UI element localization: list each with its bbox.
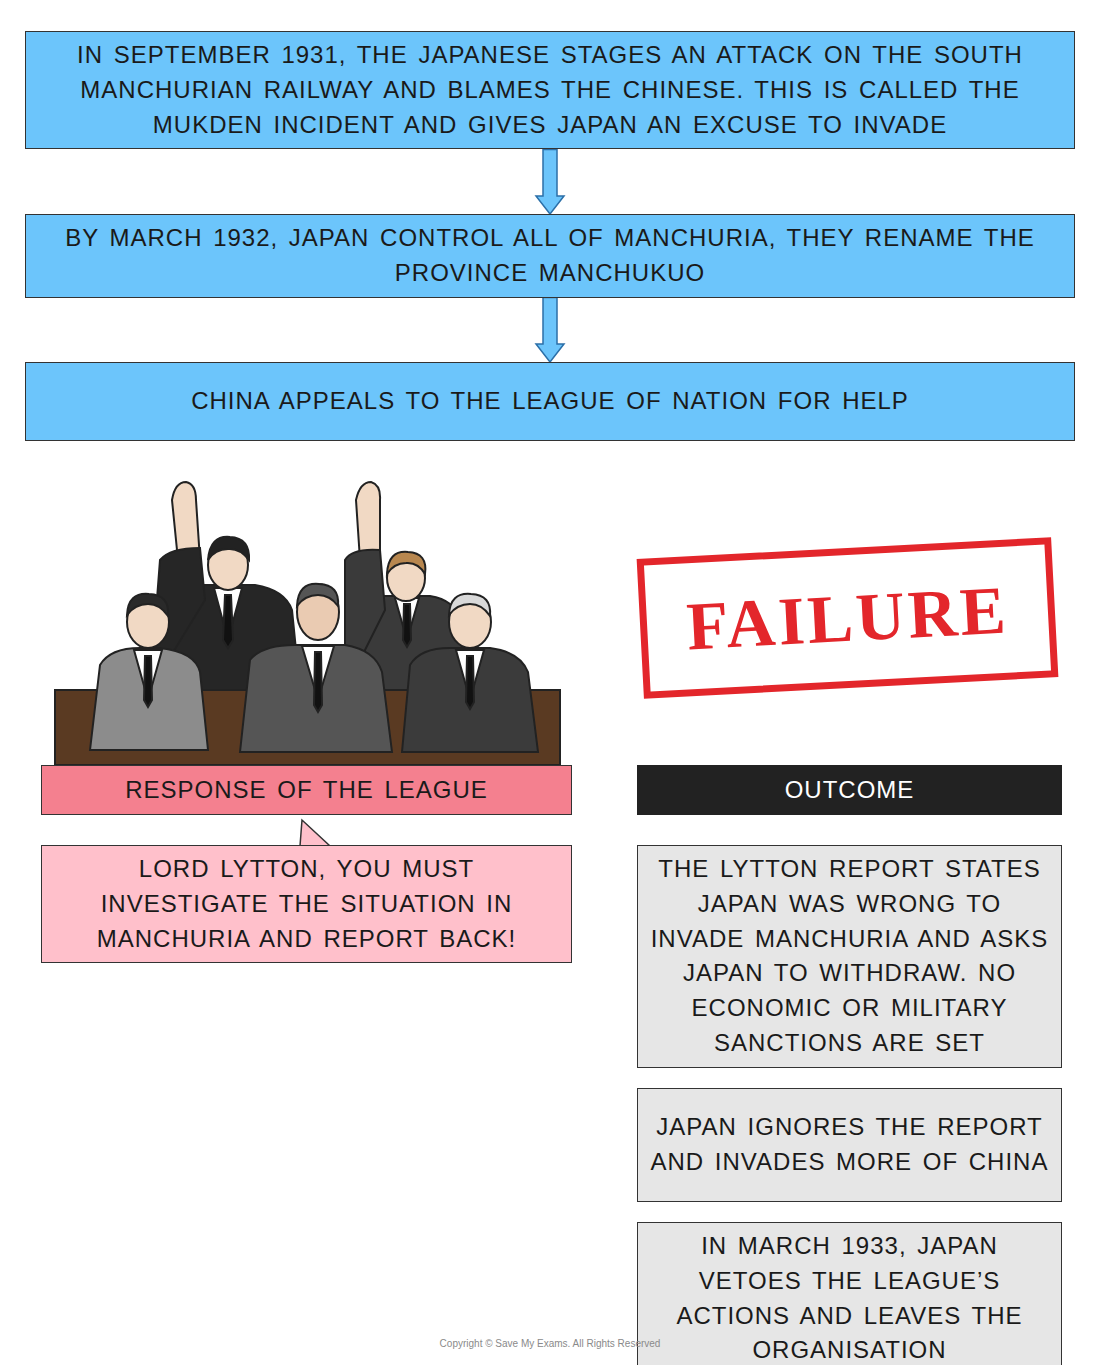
speech-bubble: LORD LYTTON, YOU MUST INVESTIGATE THE SI… [41,845,572,963]
response-header: RESPONSE OF THE LEAGUE [41,765,572,815]
event-box: CHINA APPEALS TO THE LEAGUE OF NATION FO… [25,362,1075,441]
outcome-box: THE LYTTON REPORT STATES JAPAN WAS WRONG… [637,845,1062,1068]
node-text: BY MARCH 1932, JAPAN CONTROL ALL OF MANC… [38,221,1062,291]
flow-arrow [536,149,564,214]
node-text: LORD LYTTON, YOU MUST INVESTIGATE THE SI… [54,852,559,956]
event-box: IN SEPTEMBER 1931, THE JAPANESE STAGES A… [25,31,1075,149]
node-text: CHINA APPEALS TO THE LEAGUE OF NATION FO… [191,384,909,419]
node-text: OUTCOME [785,773,915,808]
node-text: IN SEPTEMBER 1931, THE JAPANESE STAGES A… [38,38,1062,142]
node-text: THE LYTTON REPORT STATES JAPAN WAS WRONG… [650,852,1049,1061]
flow-arrow [536,298,564,362]
event-box: BY MARCH 1932, JAPAN CONTROL ALL OF MANC… [25,214,1075,298]
speech-tail [300,820,330,846]
copyright-note: Copyright © Save My Exams. All Rights Re… [0,1338,1100,1349]
league-members-front [90,584,538,752]
node-text: FAILURE [685,572,1010,664]
failure-stamp: FAILURE [637,537,1059,699]
outcome-box: IN MARCH 1933, JAPAN VETOES THE LEAGUE’S… [637,1222,1062,1365]
node-text: IN MARCH 1933, JAPAN VETOES THE LEAGUE’S… [650,1229,1049,1365]
outcome-box: JAPAN IGNORES THE REPORT AND INVADES MOR… [637,1088,1062,1202]
node-text: RESPONSE OF THE LEAGUE [125,773,488,808]
outcome-header: OUTCOME [637,765,1062,815]
node-text: JAPAN IGNORES THE REPORT AND INVADES MOR… [650,1110,1049,1180]
